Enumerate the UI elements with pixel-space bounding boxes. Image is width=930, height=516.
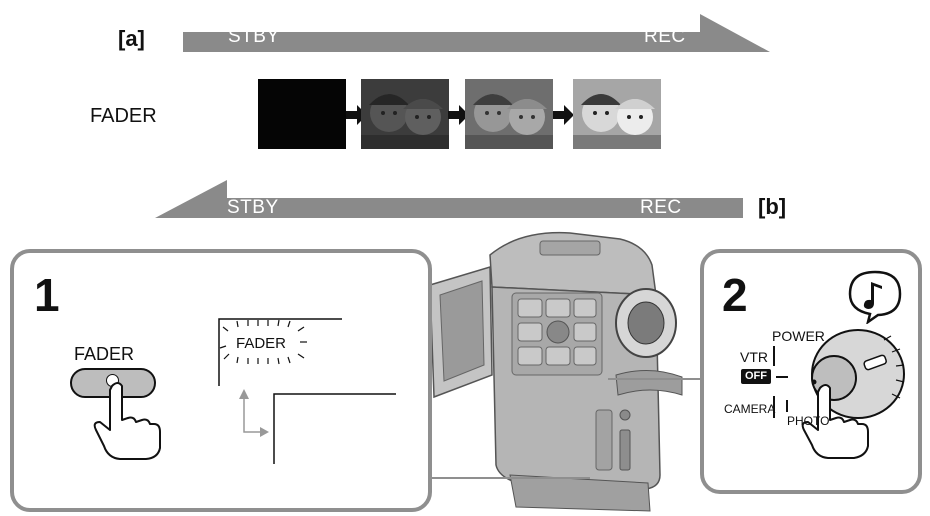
step2-number: 2 bbox=[722, 272, 748, 318]
bottom-bar-rec-label: REC bbox=[640, 198, 682, 217]
off-pointer bbox=[776, 376, 788, 378]
tag-b: [b] bbox=[758, 196, 786, 218]
top-bar-rec-label: REC bbox=[644, 27, 686, 46]
fade-frame-full bbox=[573, 79, 661, 149]
photo-label: PHOTO bbox=[787, 415, 829, 427]
fade-frame-dim-photo bbox=[361, 79, 449, 149]
music-note-icon bbox=[846, 268, 904, 324]
off-badge: OFF bbox=[741, 369, 771, 384]
step1-number: 1 bbox=[34, 272, 60, 318]
fade-frame-dim bbox=[361, 79, 449, 149]
fader-button-label: FADER bbox=[74, 345, 134, 363]
vtr-label: VTR bbox=[740, 350, 768, 364]
pointing-hand-icon bbox=[90, 380, 162, 460]
camera-label: CAMERA bbox=[724, 403, 775, 415]
bottom-bar-stby-label: STBY bbox=[227, 198, 279, 217]
power-label: POWER bbox=[772, 329, 825, 343]
connector-line-right bbox=[608, 378, 700, 380]
connector-line-left bbox=[430, 477, 590, 479]
tag-a: [a] bbox=[118, 28, 145, 50]
top-bar-stby-label: STBY bbox=[228, 27, 280, 46]
fade-frame-mid bbox=[465, 79, 553, 149]
fade-arrow-3 bbox=[553, 104, 575, 126]
photo-tick bbox=[786, 400, 788, 412]
display-fader-label: FADER bbox=[236, 336, 286, 351]
fade-frame-full-photo bbox=[573, 79, 661, 149]
fade-frame-black bbox=[258, 79, 346, 149]
camcorder-illustration bbox=[420, 225, 710, 516]
vtr-tick bbox=[773, 346, 775, 366]
camera-tick bbox=[773, 396, 775, 418]
fade-frame-mid-photo bbox=[465, 79, 553, 149]
fader-row-label: FADER bbox=[90, 106, 157, 126]
